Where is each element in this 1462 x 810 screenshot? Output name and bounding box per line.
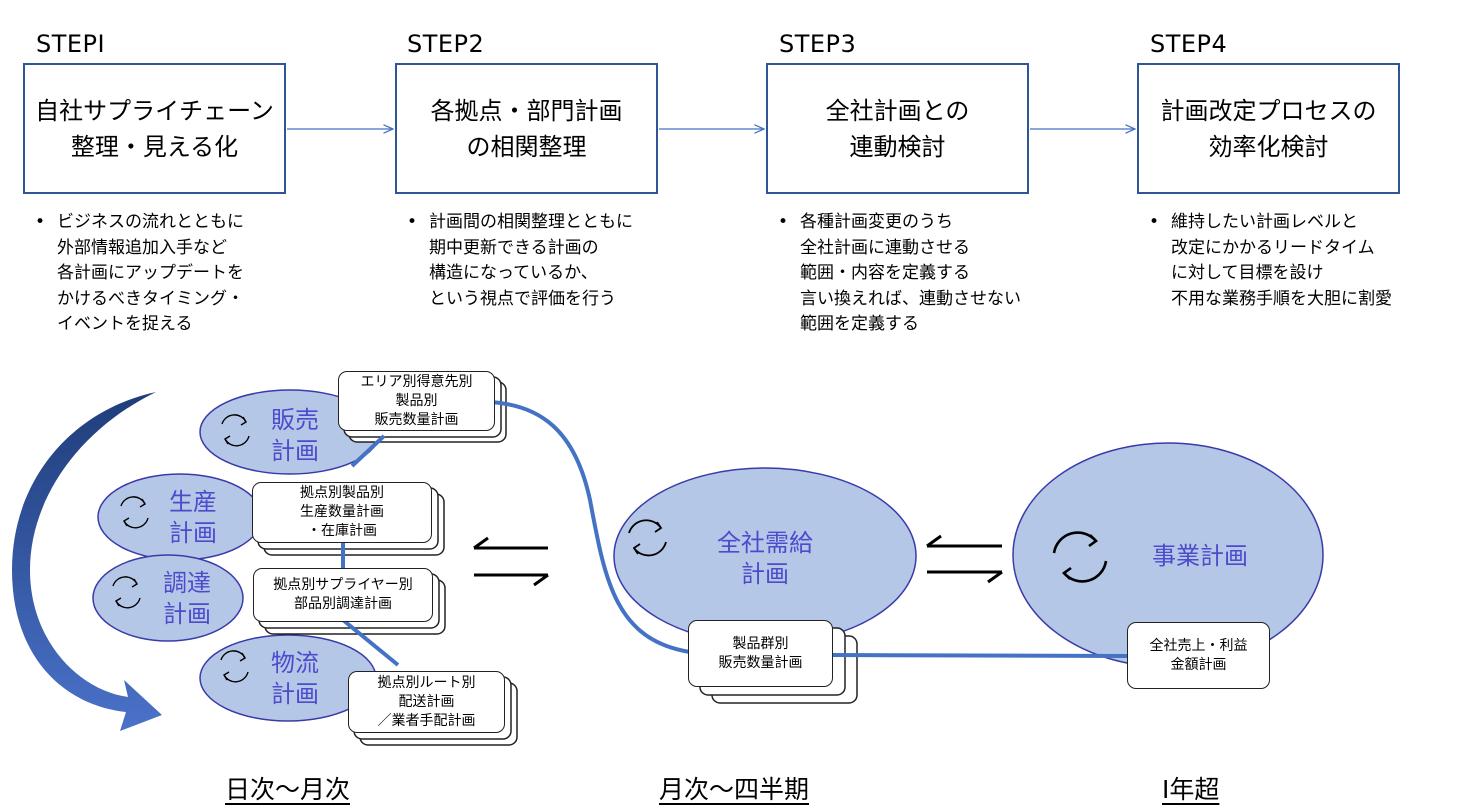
logistics-card: 拠点別ルート別 配送計画 ／業者手配計画 bbox=[348, 671, 505, 733]
product-group-card: 製品群別 販売数量計画 bbox=[688, 620, 833, 687]
procurement-plan-label: 調達 計画 bbox=[163, 569, 211, 628]
step2-bullet: 計画間の相関整理とともに 期中更新できる計画の 構造になっているか、 という視点… bbox=[405, 210, 633, 312]
cycle-curved-arrow bbox=[12, 392, 162, 731]
company-to-business-line bbox=[831, 653, 1129, 658]
step3-box: 全社計画との 連動検討 bbox=[766, 63, 1029, 194]
sales-to-company-line bbox=[489, 400, 691, 654]
company-sales-card: 全社売上・利益 金額計画 bbox=[1127, 622, 1270, 689]
period-monthly-label: 月次～四半期 bbox=[659, 775, 810, 804]
double-arrow-right bbox=[926, 534, 1003, 584]
cycle-icon-production bbox=[120, 496, 149, 529]
business-plan-label: 事業計画 bbox=[1152, 542, 1248, 570]
step1-label: STEPⅠ bbox=[36, 30, 106, 58]
sales-plan-label: 販売 計画 bbox=[271, 406, 319, 465]
step4-label: STEP4 bbox=[1150, 30, 1228, 58]
sales-card-line bbox=[350, 434, 386, 468]
procurement-card: 拠点別サプライヤー別 部品別調達計画 bbox=[253, 568, 433, 622]
step1-bullet: ビジネスの流れとともに 外部情報追加入手など 各計画にアップデートを かけるべき… bbox=[33, 210, 244, 338]
procurement-card-line bbox=[341, 618, 400, 667]
period-daily-label: 日次～月次 bbox=[225, 775, 351, 804]
procurement-ellipse bbox=[92, 554, 244, 642]
step4-bullet: 維持したい計画レベルと 改定にかかるリードタイム に対して目標を設け 不用な業務… bbox=[1147, 210, 1392, 312]
step3-label: STEP3 bbox=[779, 30, 857, 58]
step2-box: 各拠点・部門計画 の相関整理 bbox=[395, 63, 658, 194]
company-sd-plan-label: 全社需給 計画 bbox=[717, 529, 813, 588]
step1-box: 自社サプライチェーン 整理・見える化 bbox=[23, 63, 286, 194]
step4-box: 計画改定プロセスの 効率化検討 bbox=[1137, 63, 1400, 194]
logistics-plan-label: 物流 計画 bbox=[271, 649, 319, 708]
step3-bullet: 各種計画変更のうち 全社計画に連動させる 範囲・内容を定義する 言い換えれば、連… bbox=[776, 210, 1021, 338]
cycle-icon-procurement bbox=[112, 576, 141, 609]
cycle-icon-business bbox=[1052, 531, 1108, 583]
cycle-icon-logistics bbox=[220, 650, 249, 683]
cycle-icon-company-sd bbox=[628, 519, 667, 557]
sales-card: エリア別得意先別 製品別 販売数量計画 bbox=[338, 371, 495, 431]
production-plan-label: 生産 計画 bbox=[169, 488, 217, 547]
period-year-label: Ⅰ年超 bbox=[1162, 775, 1220, 804]
cycle-icon-sales bbox=[221, 414, 250, 447]
step2-label: STEP2 bbox=[407, 30, 485, 58]
production-card: 拠点別製品別 生産数量計画 ・在庫計画 bbox=[252, 482, 432, 543]
double-arrow-left bbox=[473, 536, 549, 587]
